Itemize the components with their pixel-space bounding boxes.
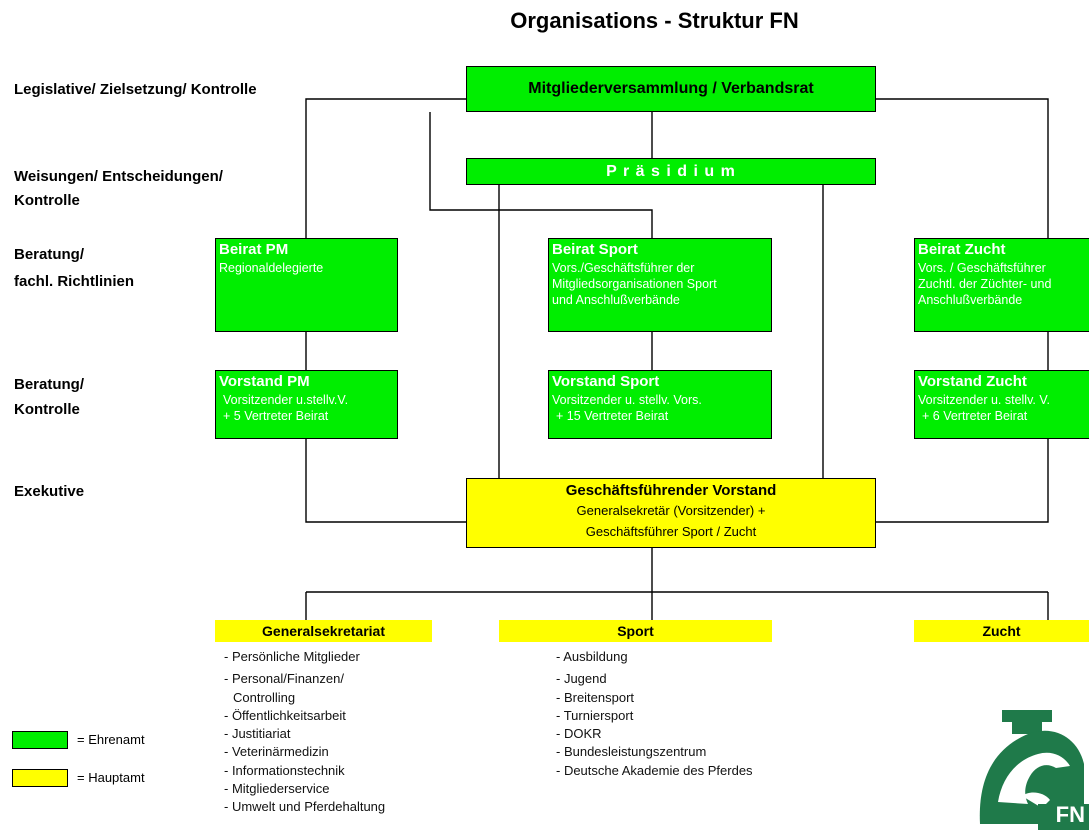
level-exekutive: Exekutive bbox=[14, 483, 85, 500]
vorstand-pm-line: Vorsitzender u.stellv.V. bbox=[223, 393, 349, 407]
beirat-sport-line: Vors./Geschäftsführer der bbox=[552, 261, 695, 275]
vorstand-pm-line: + 5 Vertreter Beirat bbox=[223, 409, 329, 423]
vorstand-sport-box: Vorstand Sport Vorsitzender u. stellv. V… bbox=[548, 370, 772, 439]
vorstand-pm-title: Vorstand PM bbox=[219, 373, 310, 390]
legend-hauptamt-label: = Hauptamt bbox=[77, 770, 145, 785]
beirat-zucht-line: Zuchtl. der Züchter- und bbox=[918, 277, 1052, 291]
fn-logo: FN bbox=[972, 704, 1089, 830]
list-item: - Informationstechnik bbox=[224, 762, 345, 778]
legend-hauptamt-swatch bbox=[12, 769, 68, 787]
list-item: - Veterinärmedizin bbox=[224, 744, 329, 760]
dept-zucht-header: Zucht bbox=[914, 620, 1089, 642]
vorstand-sport-title: Vorstand Sport bbox=[552, 373, 660, 390]
vorstand-zucht-line: + 6 Vertreter Beirat bbox=[922, 409, 1028, 423]
generalsekretariat-list: - Persönliche Mitglieder - Personal/Fina… bbox=[224, 648, 385, 817]
praesidium-box: P r ä s i d i u m bbox=[466, 158, 876, 185]
beirat-sport-title: Beirat Sport bbox=[552, 241, 638, 258]
level-weisungen-line1: Weisungen/ Entscheidungen/ bbox=[14, 168, 223, 185]
page-title: Organisations - Struktur FN bbox=[510, 8, 799, 33]
gv-line: Geschäftsführer Sport / Zucht bbox=[585, 524, 757, 539]
list-item: - Öffentlichkeitsarbeit bbox=[224, 707, 346, 723]
list-item: - Personal/Finanzen/ bbox=[224, 671, 344, 687]
legend-ehrenamt-swatch bbox=[12, 731, 68, 749]
level-beratung-kontrolle-line1: Beratung/ bbox=[14, 376, 85, 393]
beirat-zucht-title: Beirat Zucht bbox=[918, 241, 1006, 258]
dept-sport-header: Sport bbox=[499, 620, 772, 642]
beirat-zucht-line: Anschlußverbände bbox=[918, 293, 1023, 307]
vorstand-zucht-title: Vorstand Zucht bbox=[918, 373, 1027, 390]
beirat-zucht-box: Beirat Zucht Vors. / Geschäftsführer Zuc… bbox=[914, 238, 1089, 332]
level-beratung-kontrolle-line2: Kontrolle bbox=[14, 401, 80, 418]
beirat-pm-line: Regionaldelegierte bbox=[219, 261, 324, 275]
horse-head-logo-icon bbox=[979, 710, 1089, 830]
list-item: - Justitiariat bbox=[224, 726, 291, 742]
level-legislative: Legislative/ Zielsetzung/ Kontrolle bbox=[14, 81, 257, 98]
beirat-pm-title: Beirat PM bbox=[219, 241, 289, 258]
list-item: - Bundesleistungszentrum bbox=[556, 744, 707, 760]
logo-text: FN bbox=[1055, 802, 1085, 827]
sport-list: - Ausbildung - Jugend - Breitensport - T… bbox=[556, 648, 753, 780]
list-item: - DOKR bbox=[556, 726, 602, 742]
list-item: - Jugend bbox=[556, 671, 607, 687]
vorstand-sport-line: + 15 Vertreter Beirat bbox=[556, 409, 669, 423]
geschaeftsfuehrender-vorstand-box: Geschäftsführender Vorstand Generalsekre… bbox=[466, 478, 876, 548]
vorstand-zucht-line: Vorsitzender u. stellv. V. bbox=[918, 393, 1051, 407]
level-beratung-line1: Beratung/ bbox=[14, 246, 85, 263]
list-item: - Persönliche Mitglieder bbox=[224, 649, 360, 664]
beirat-sport-line: Mitgliedsorganisationen Sport bbox=[552, 277, 717, 291]
gv-title: Geschäftsführender Vorstand bbox=[565, 482, 777, 499]
vorstand-pm-box: Vorstand PM Vorsitzender u.stellv.V. + 5… bbox=[215, 370, 398, 439]
list-item: - Ausbildung bbox=[556, 649, 628, 664]
vorstand-sport-line: Vorsitzender u. stellv. Vors. bbox=[552, 393, 702, 407]
list-item: - Deutsche Akademie des Pferdes bbox=[556, 762, 753, 778]
list-item: - Umwelt und Pferdehaltung bbox=[224, 799, 386, 815]
list-item: - Mitgliederservice bbox=[224, 781, 330, 797]
level-beratung-line2: fachl. Richtlinien bbox=[14, 273, 135, 290]
legend-ehrenamt-label: = Ehrenamt bbox=[77, 732, 145, 747]
level-weisungen-line2: Kontrolle bbox=[14, 192, 80, 209]
list-item: Controlling bbox=[233, 689, 296, 705]
list-item: - Turniersport bbox=[556, 707, 634, 723]
beirat-pm-box: Beirat PM Regionaldelegierte bbox=[215, 238, 398, 332]
list-item: - Breitensport bbox=[556, 689, 635, 705]
beirat-zucht-line: Vors. / Geschäftsführer bbox=[918, 261, 1046, 275]
beirat-sport-box: Beirat Sport Vors./Geschäftsführer der M… bbox=[548, 238, 772, 332]
mitgliederversammlung-box: Mitgliederversammlung / Verbandsrat bbox=[466, 66, 876, 112]
gv-line: Generalsekretär (Vorsitzender) + bbox=[576, 503, 766, 518]
vorstand-zucht-box: Vorstand Zucht Vorsitzender u. stellv. V… bbox=[914, 370, 1089, 439]
beirat-sport-line: und Anschlußverbände bbox=[552, 293, 680, 307]
dept-generalsekretariat-header: Generalsekretariat bbox=[215, 620, 432, 642]
